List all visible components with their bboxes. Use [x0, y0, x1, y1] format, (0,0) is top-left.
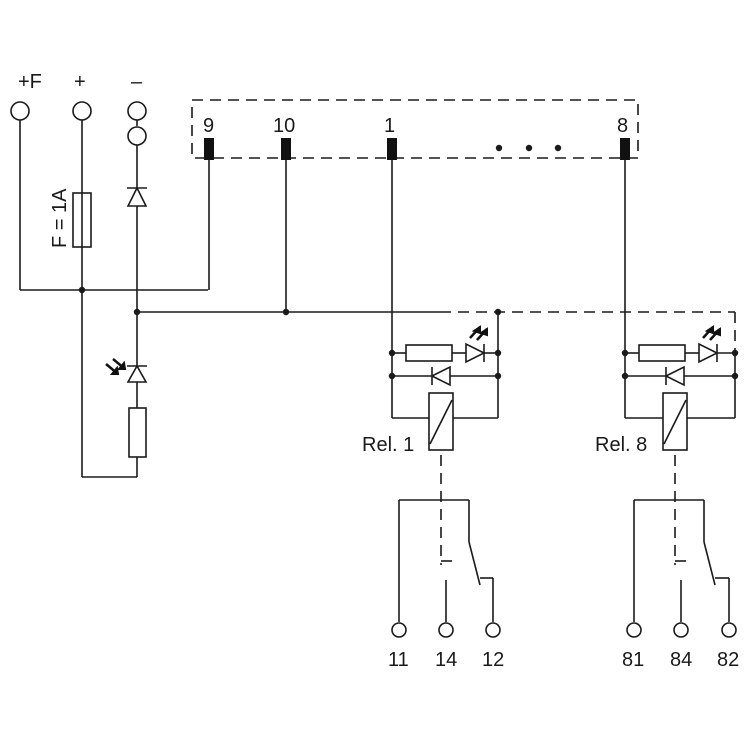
pin-8 — [620, 138, 630, 160]
connector-housing — [191, 99, 639, 159]
terminal-label-plus: + — [74, 71, 86, 93]
light-emission-icon — [469, 325, 488, 341]
relay-1-resistor — [405, 344, 453, 362]
relay-8-label: Rel. 8 — [595, 434, 647, 456]
relay-8-diode — [664, 365, 685, 387]
pin-label-1: 1 — [384, 115, 395, 137]
contact-terminal-81 — [626, 622, 642, 638]
fuse-label: F = 1A — [49, 188, 71, 248]
pin-9 — [204, 138, 214, 160]
relay-8-coil — [662, 392, 688, 451]
light-emission-icon — [105, 358, 127, 375]
contact-terminal-12 — [485, 622, 501, 638]
pin-10 — [281, 138, 291, 160]
contact-terminal-11 — [391, 622, 407, 638]
led-resistor — [128, 407, 147, 458]
pin-label-8: 8 — [617, 115, 628, 137]
terminal-minus-lower — [127, 126, 147, 146]
junction — [78, 286, 86, 294]
relay-8-switch — [703, 541, 716, 586]
terminal-label-minus: – — [131, 71, 143, 93]
pin-label-10: 10 — [273, 115, 295, 137]
relay-8-led — [698, 342, 719, 364]
contact-terminal-84 — [673, 622, 689, 638]
contact-label-14: 14 — [435, 649, 457, 671]
contact-label-11: 11 — [388, 649, 409, 671]
status-led — [126, 364, 148, 383]
relay-1-diode — [430, 365, 451, 387]
contact-label-82: 82 — [717, 649, 739, 671]
relay-1-led — [465, 342, 486, 364]
relay-8 — [621, 312, 739, 622]
light-emission-icon — [702, 325, 721, 341]
terminal-plus — [72, 101, 92, 121]
relay-8-resistor — [638, 344, 686, 362]
terminal-plus-f — [10, 101, 30, 121]
relay-1-switch — [468, 541, 481, 586]
contact-label-12: 12 — [482, 649, 504, 671]
relay-1-label: Rel. 1 — [362, 434, 414, 456]
contact-label-84: 84 — [670, 649, 692, 671]
diode — [126, 186, 148, 207]
contact-terminal-82 — [721, 622, 737, 638]
contact-terminal-14 — [438, 622, 454, 638]
relay-1 — [388, 308, 502, 622]
ellipsis — [495, 144, 562, 152]
pin-label-9: 9 — [203, 115, 214, 137]
contact-label-81: 81 — [622, 649, 644, 671]
terminal-label-plus-f: +F — [18, 71, 42, 93]
pin-1 — [387, 138, 397, 160]
terminal-minus-upper — [127, 101, 147, 121]
